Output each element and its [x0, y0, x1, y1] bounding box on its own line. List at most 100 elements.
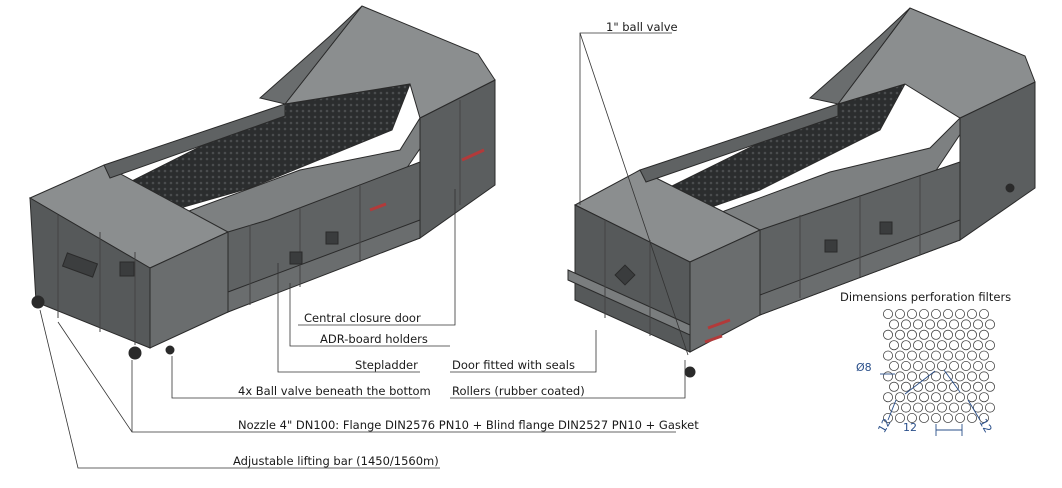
label-1in-ball-valve: 1" ball valve: [606, 20, 678, 34]
perforation-hole: [901, 360, 912, 371]
perforation-hole: [895, 350, 906, 361]
perforation-hole: [973, 319, 984, 330]
perforation-hole: [979, 392, 990, 403]
perforation-hole: [985, 319, 996, 330]
perforation-hole: [967, 392, 978, 403]
perforation-hole: [925, 319, 936, 330]
perforation-hole: [955, 371, 966, 382]
perforation-hole: [937, 381, 948, 392]
perforation-hole: [937, 319, 948, 330]
right-container: [567, 7, 1036, 378]
dimension-pitch: 12: [903, 421, 917, 434]
perforation-hole: [949, 319, 960, 330]
perforation-hole: [883, 329, 894, 340]
leader-lines: [39, 32, 689, 469]
label-stepladder: Stepladder: [355, 358, 418, 372]
label-nozzle: Nozzle 4" DN100: Flange DIN2576 PN10 + B…: [238, 418, 699, 432]
perforation-hole: [961, 340, 972, 351]
perforation-hole: [955, 350, 966, 361]
label-rollers: Rollers (rubber coated): [452, 384, 585, 398]
perforation-hole: [883, 308, 894, 319]
perforation-hole: [979, 350, 990, 361]
perforation-hole: [895, 371, 906, 382]
perforation-hole: [985, 402, 996, 413]
perforation-hole: [913, 360, 924, 371]
label-4x-ball-valve: 4x Ball valve beneath the bottom: [238, 384, 431, 398]
perforation-hole: [889, 319, 900, 330]
perforation-hole: [895, 329, 906, 340]
perforation-hole: [985, 340, 996, 351]
perforation-hole: [925, 402, 936, 413]
perforation-hole: [919, 329, 930, 340]
perforation-hole: [979, 308, 990, 319]
perforation-hole: [919, 350, 930, 361]
perforation-hole: [955, 392, 966, 403]
perforation-hole: [955, 329, 966, 340]
perforation-hole: [967, 371, 978, 382]
perforation-hole: [943, 412, 954, 423]
perforation-hole: [943, 308, 954, 319]
perforation-hole: [895, 412, 906, 423]
perforation-hole: [967, 350, 978, 361]
perforation-hole: [889, 381, 900, 392]
perforation-hole: [919, 308, 930, 319]
perforation-hole: [949, 360, 960, 371]
perforation-hole: [901, 381, 912, 392]
perforation-hole: [931, 412, 942, 423]
perforation-hole: [931, 371, 942, 382]
perforation-hole: [937, 360, 948, 371]
perforation-hole: [967, 308, 978, 319]
perforation-hole: [973, 360, 984, 371]
perforation-hole: [937, 340, 948, 351]
perforation-hole: [931, 308, 942, 319]
perforation-hole: [931, 350, 942, 361]
perforation-hole: [943, 392, 954, 403]
perforation-hole: [955, 412, 966, 423]
perforation-hole: [973, 381, 984, 392]
perforation-hole: [967, 412, 978, 423]
perforation-hole: [943, 350, 954, 361]
perforation-hole: [907, 350, 918, 361]
perforation-hole: [907, 308, 918, 319]
perforation-hole: [913, 340, 924, 351]
perforation-hole: [925, 340, 936, 351]
perforation-hole: [907, 412, 918, 423]
perforation-hole: [973, 402, 984, 413]
perforation-hole: [883, 371, 894, 382]
perforation-hole: [979, 329, 990, 340]
perforation-hole: [913, 381, 924, 392]
perforation-filter-title: Dimensions perforation filters: [840, 290, 1012, 304]
perforation-hole: [907, 329, 918, 340]
perforation-hole: [961, 381, 972, 392]
perforation-filter-detail: [880, 308, 996, 436]
perforation-hole: [883, 412, 894, 423]
perforation-hole: [913, 402, 924, 413]
perforation-hole: [913, 319, 924, 330]
left-container: [28, 5, 496, 360]
perforation-hole: [889, 360, 900, 371]
perforation-hole: [883, 350, 894, 361]
perforation-hole: [961, 360, 972, 371]
perforation-hole: [907, 392, 918, 403]
perforation-hole: [901, 340, 912, 351]
perforation-hole: [943, 329, 954, 340]
perforation-hole: [949, 381, 960, 392]
dimension-diameter: Ø8: [856, 361, 872, 374]
perforation-hole: [955, 308, 966, 319]
perforation-hole: [901, 402, 912, 413]
perforation-hole: [979, 412, 990, 423]
perforation-hole: [901, 319, 912, 330]
perforation-hole: [985, 381, 996, 392]
perforation-hole: [973, 340, 984, 351]
label-lifting-bar: Adjustable lifting bar (1450/1560m): [233, 454, 439, 468]
perforation-hole: [883, 392, 894, 403]
perforation-hole: [919, 412, 930, 423]
perforation-hole: [895, 392, 906, 403]
perforation-hole: [907, 371, 918, 382]
perforation-hole: [937, 402, 948, 413]
perforation-hole: [985, 360, 996, 371]
perforation-hole: [931, 329, 942, 340]
perforation-hole: [961, 402, 972, 413]
